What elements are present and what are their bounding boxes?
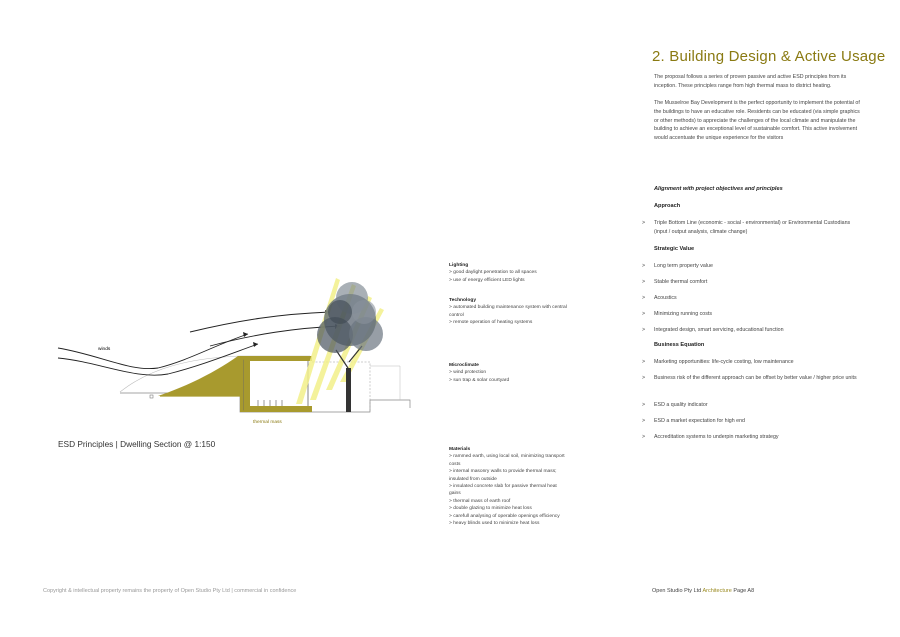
bullet-item: >Acoustics	[642, 295, 677, 301]
thermal-mass-label: thermal mass	[253, 419, 282, 425]
footer-page-info: Open Studio Pty Ltd Architecture Page A8	[652, 588, 755, 594]
note-technology: Technology > automated building maintena…	[449, 298, 567, 326]
bullet-item: >Accreditation systems to underpin marke…	[642, 434, 779, 440]
bullet-item: >Integrated design, smart servicing, edu…	[642, 327, 784, 333]
page-title: 2. Building Design & Active Usage	[652, 48, 886, 65]
section-heading-strategic-value: Strategic Value	[654, 246, 695, 252]
intro-paragraph-2: The Musselroe Bay Development is the per…	[654, 100, 860, 142]
section-heading-approach: Approach	[654, 203, 681, 209]
diagram-caption: ESD Principles | Dwelling Section @ 1:15…	[58, 439, 216, 449]
earth-berm	[158, 356, 244, 412]
bullet-marker: >	[642, 220, 646, 226]
earth-roof	[244, 356, 312, 361]
note-lighting: Lighting > good daylight penetration to …	[449, 263, 537, 283]
winds-label: winds	[98, 346, 111, 352]
footer-accent: Architecture	[702, 588, 732, 594]
intro-paragraph-1: The proposal follows a series of proven …	[654, 74, 847, 89]
alignment-heading: Alignment with project objectives and pr…	[654, 186, 783, 192]
rammed-earth-wall	[244, 360, 250, 406]
bullet-item: >Stable thermal comfort	[642, 279, 708, 285]
footer-copyright: Copyright & intellectual property remain…	[43, 588, 297, 594]
section-heading-business-equation: Business Equation	[654, 342, 705, 348]
bullet-item: >Triple Bottom Line (economic - social -…	[642, 220, 851, 235]
note-materials: Materials > rammed earth, using local so…	[449, 447, 565, 527]
bullet-item: >Minimizing running costs	[642, 311, 712, 317]
dwelling-section-diagram: winds thermal mass	[57, 278, 411, 425]
bullet-item: >Business risk of the different approach…	[642, 375, 857, 381]
bullet-item: >Long term property value	[642, 263, 713, 269]
thermal-slab	[244, 406, 312, 412]
bullet-item: >ESD a quality indicator	[642, 402, 708, 408]
bullet-item: >Marketing opportunities: life-cycle cos…	[642, 359, 794, 365]
tree	[317, 282, 383, 412]
note-microclimate: Microclimate > wind protection > sun tra…	[449, 363, 510, 383]
bullet-item: >ESD a market expectation for high end	[642, 418, 745, 424]
